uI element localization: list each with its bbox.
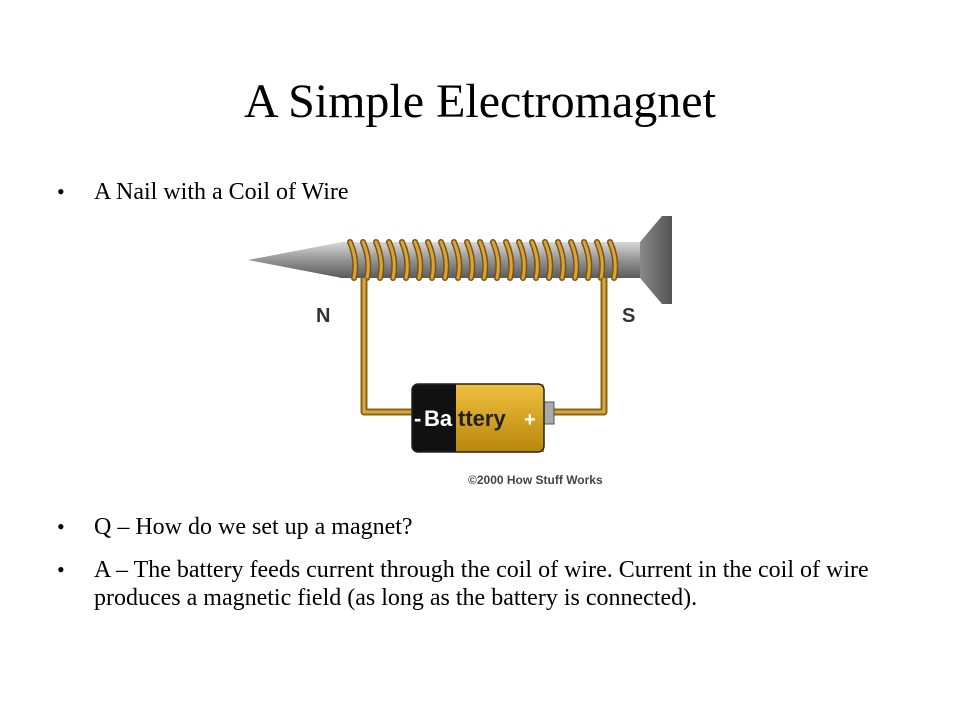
coil-winding-highlight xyxy=(530,240,539,280)
coil-winding-highlight xyxy=(361,240,370,280)
coil-winding-highlight xyxy=(608,240,617,280)
coil-winding-highlight xyxy=(413,240,422,280)
credit-text: ©2000 How Stuff Works xyxy=(468,473,603,487)
coil-winding-highlight xyxy=(348,240,357,280)
coil-winding-highlight xyxy=(400,240,409,280)
coil-winding-highlight xyxy=(491,240,500,280)
coil-winding-highlight xyxy=(465,240,474,280)
bullet-dot: • xyxy=(57,179,65,204)
battery-outline xyxy=(411,383,545,453)
coil-winding-highlight xyxy=(595,240,604,280)
battery: - Ba ttery + xyxy=(411,383,555,453)
electromagnet-diagram: N S - Ba ttery + ©2000 How Stuff Works xyxy=(248,216,672,487)
coil-winding-highlight xyxy=(569,240,578,280)
bullet-text: Q – How do we set up a magnet? xyxy=(94,514,413,540)
bullet-dot: • xyxy=(57,514,65,539)
nail-tip xyxy=(248,242,342,278)
bullet-text: A Nail with a Coil of Wire xyxy=(94,179,349,205)
coil-winding-highlight xyxy=(543,240,552,280)
wire-coil xyxy=(347,239,619,281)
south-label: S xyxy=(622,305,635,327)
circuit-wire-highlight xyxy=(362,278,606,414)
coil-winding-highlight xyxy=(582,240,591,280)
coil-winding-highlight xyxy=(374,240,383,280)
coil-winding-highlight xyxy=(426,240,435,280)
battery-positive-half xyxy=(456,384,544,452)
coil-winding-highlight xyxy=(452,240,461,280)
battery-minus: - xyxy=(414,406,421,431)
slide-title: A Simple Electromagnet xyxy=(244,75,716,128)
battery-negative-half xyxy=(412,384,462,452)
coil-winding-highlight xyxy=(504,240,513,280)
battery-plus: + xyxy=(524,409,536,431)
bullet-text: A – The battery feeds current through th… xyxy=(94,557,869,611)
bullet-dot: • xyxy=(57,557,65,582)
coil-winding-highlight xyxy=(478,240,487,280)
coil-winding-highlight xyxy=(517,240,526,280)
coil-winding-highlight xyxy=(387,240,396,280)
electromagnet-figure: N S - Ba ttery + ©2000 How Stuff Works xyxy=(242,212,672,492)
north-label: N xyxy=(316,305,330,327)
battery-label-light: ttery xyxy=(458,406,506,431)
battery-label-dark: Ba xyxy=(424,406,453,431)
coil-winding-highlight xyxy=(439,240,448,280)
nail-head xyxy=(640,216,672,304)
coil-winding-highlight xyxy=(556,240,565,280)
